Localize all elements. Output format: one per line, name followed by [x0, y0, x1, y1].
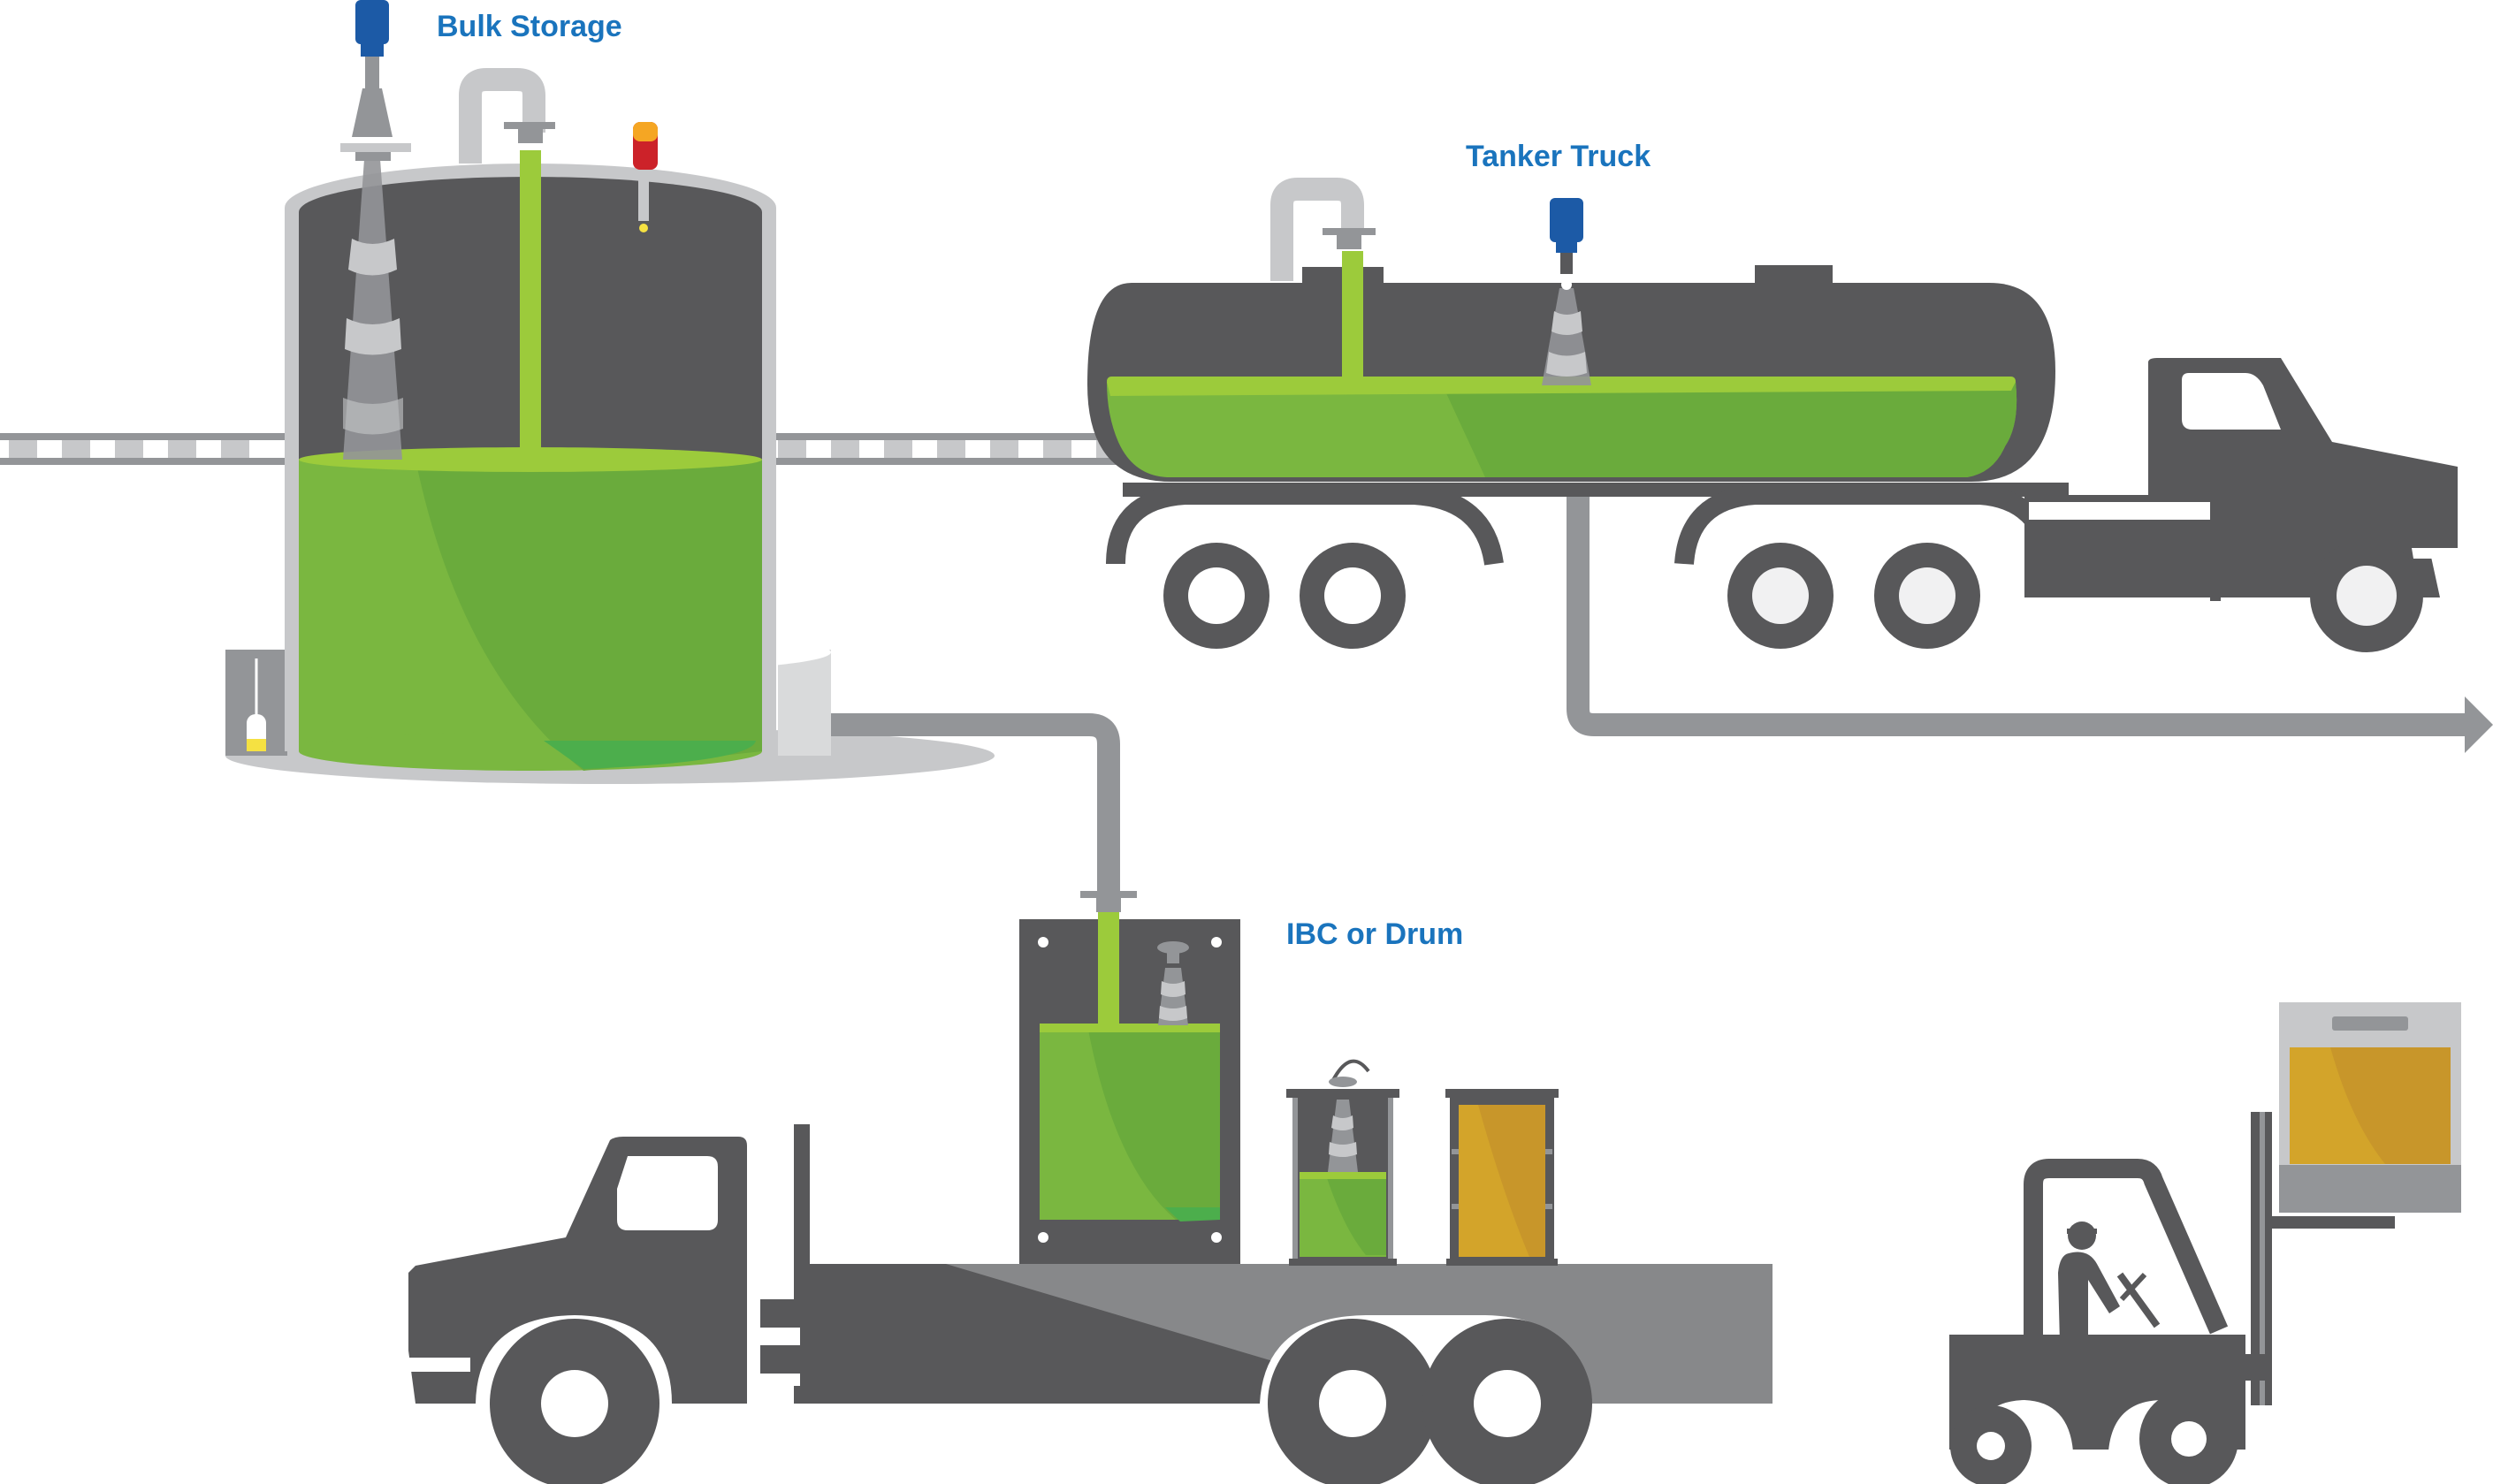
- flatbed-wheel: [490, 1319, 659, 1484]
- forklift-wheel: [2139, 1389, 2238, 1484]
- ibc-tote: [1019, 912, 1240, 1264]
- discharge-arrow-icon: [2465, 696, 2493, 753]
- tanker-truck: [1087, 178, 2463, 652]
- forklift-wheel: [1950, 1405, 2032, 1484]
- bulk-storage-label: Bulk Storage: [437, 10, 622, 43]
- forklift-driver-icon: [2068, 1221, 2096, 1250]
- tanker-wheel: [1163, 543, 1269, 649]
- ibc-sensor-icon: [1157, 941, 1189, 954]
- tanker-fill-liquid: [1342, 251, 1363, 382]
- drum-sensor-icon: [1329, 1077, 1357, 1087]
- discharge-pipe: [1567, 497, 2466, 736]
- flatbed-wheel: [1268, 1319, 1437, 1484]
- drum-green: [1286, 1059, 1399, 1266]
- flatbed-wheel: [1422, 1319, 1592, 1484]
- forklift: [1949, 1002, 2461, 1484]
- bulk-tank-radar-sensor-icon: [355, 0, 389, 44]
- tanker-wheel: [1727, 543, 1834, 649]
- tanker-truck-label: Tanker Truck: [1466, 140, 1651, 173]
- bulk-storage-tank: [225, 0, 995, 784]
- tanker-wheel: [1300, 543, 1406, 649]
- drum-amber: [1445, 1089, 1559, 1266]
- ibc-or-drum-label: IBC or Drum: [1286, 917, 1463, 951]
- radar-beam: [343, 159, 402, 460]
- bulk-fill-liquid: [520, 150, 541, 460]
- tanker-wheel: [2310, 539, 2423, 652]
- flatbed-truck: [408, 1124, 1773, 1484]
- transfer-pipe-to-ibc: [831, 713, 1120, 900]
- tanker-wheel: [1874, 543, 1980, 649]
- tanker-radar-sensor-icon: [1550, 198, 1583, 242]
